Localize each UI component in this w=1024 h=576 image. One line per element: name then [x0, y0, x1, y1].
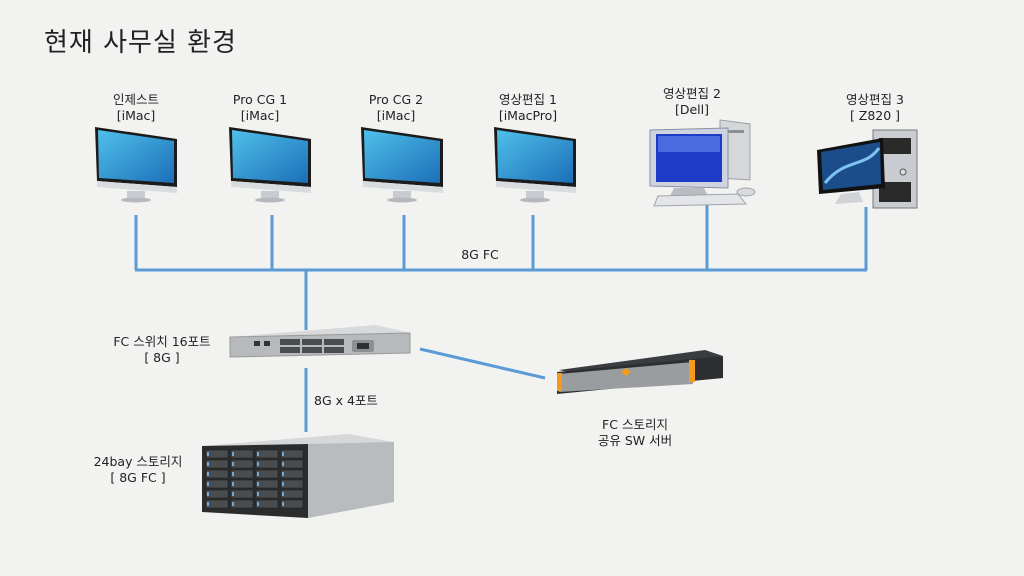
- fc-switch-label: FC 스위치 16포트 [ 8G ]: [100, 334, 224, 366]
- fc-bus-label: 8G FC: [461, 247, 499, 262]
- imac-icon: [95, 127, 177, 203]
- workstation-tower-icon: [817, 129, 918, 209]
- workstation-model: [iMacPro]: [498, 108, 558, 123]
- workstation-name: Pro CG 2: [368, 92, 424, 107]
- storage-array-icon: [202, 434, 394, 518]
- workstation-label: 영상편집 2 [Dell]: [642, 86, 742, 118]
- workstation-name: 영상편집 1: [499, 92, 557, 107]
- fc-switch-icon: [229, 325, 411, 358]
- imac-icon: [361, 127, 443, 203]
- fc-switch-name: FC 스위치 16포트: [113, 334, 211, 349]
- workstation-label: 영상편집 3 [ Z820 ]: [825, 92, 925, 124]
- workstation-name: 영상편집 2: [663, 86, 721, 101]
- workstation-label: Pro CG 1 [iMac]: [210, 92, 310, 124]
- fc-switch-spec: [ 8G ]: [144, 350, 180, 365]
- workstation-name: 영상편집 3: [846, 92, 904, 107]
- workstation-model: [Dell]: [674, 102, 709, 117]
- workstation-name: Pro CG 1: [232, 92, 288, 107]
- page-title: 현재 사무실 환경: [44, 28, 237, 58]
- server-label: FC 스토리지 공유 SW 서버: [580, 417, 690, 449]
- link-switch-server: [419, 347, 546, 380]
- workstation-name: 인제스트: [112, 92, 159, 107]
- server-name: FC 스토리지: [602, 417, 668, 432]
- rack-server-icon: [557, 350, 723, 394]
- switch-storage-link-label: 8G x 4포트: [314, 393, 378, 408]
- storage-name: 24bay 스토리지: [93, 454, 183, 469]
- imac-icon: [494, 127, 576, 203]
- storage-spec: [ 8G FC ]: [110, 470, 166, 485]
- workstation-model: [iMac]: [116, 108, 156, 123]
- workstation-label: Pro CG 2 [iMac]: [346, 92, 446, 124]
- desktop-pc-icon: [649, 119, 756, 207]
- workstation-label: 인제스트 [iMac]: [86, 92, 186, 124]
- workstation-model: [iMac]: [376, 108, 416, 123]
- storage-label: 24bay 스토리지 [ 8G FC ]: [88, 454, 188, 486]
- workstation-label: 영상편집 1 [iMacPro]: [478, 92, 578, 124]
- imac-icon: [229, 127, 311, 203]
- workstation-model: [ Z820 ]: [849, 108, 901, 123]
- workstation-model: [iMac]: [240, 108, 280, 123]
- server-spec: 공유 SW 서버: [597, 433, 673, 448]
